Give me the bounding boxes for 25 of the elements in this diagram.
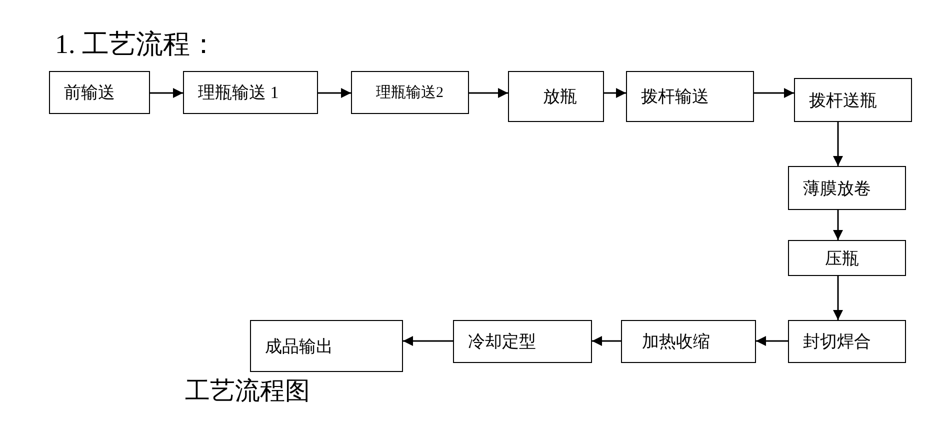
process-box: 放瓶 (508, 71, 604, 122)
process-box: 拨杆输送 (626, 71, 754, 122)
process-box: 薄膜放卷 (788, 166, 906, 210)
arrow (150, 88, 183, 98)
arrow (592, 336, 621, 346)
title: 1. 工艺流程： (55, 28, 217, 61)
process-box: 冷却定型 (453, 320, 592, 363)
arrow (833, 122, 843, 166)
process-box: 压瓶 (788, 240, 906, 276)
process-box: 封切焊合 (788, 320, 906, 363)
process-box: 拨杆送瓶 (794, 78, 912, 122)
arrow (754, 88, 794, 98)
arrow (469, 88, 508, 98)
arrow (403, 336, 453, 346)
arrow (756, 336, 788, 346)
arrow (833, 210, 843, 240)
arrow (833, 276, 843, 320)
process-box: 前输送 (49, 71, 150, 114)
process-box: 加热收缩 (621, 320, 756, 363)
process-box: 成品输出 (250, 320, 403, 372)
arrow (318, 88, 351, 98)
process-box: 理瓶输送2 (351, 71, 469, 114)
arrow (604, 88, 626, 98)
process-box: 理瓶输送 1 (183, 71, 318, 114)
caption: 工艺流程图 (185, 376, 310, 407)
